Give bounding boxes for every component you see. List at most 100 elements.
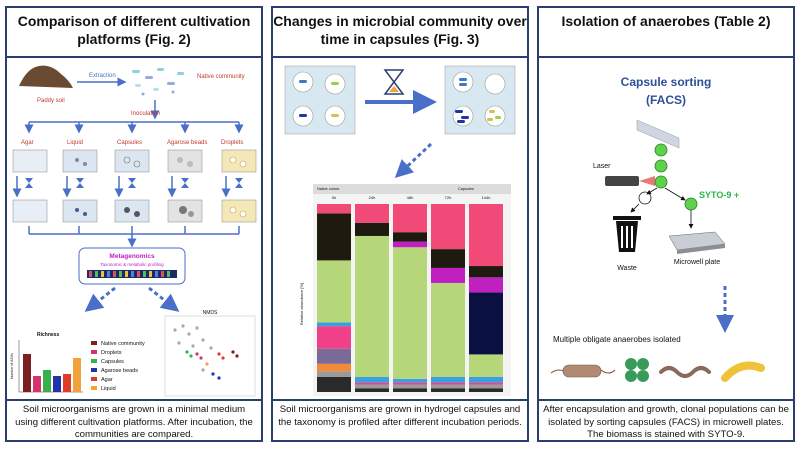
bar-segment-144h-series-0 — [469, 388, 503, 392]
legend-agar: Agar — [101, 377, 113, 383]
bar-segment-72h-series-8 — [431, 267, 465, 283]
bar-segment-144h-series-1 — [469, 384, 503, 389]
bar-segment-24h-series-4 — [355, 382, 389, 385]
inoculation-label: Inoculation — [131, 111, 160, 117]
richness-title: Richness — [37, 332, 59, 338]
bar-segment-0h-series-3 — [317, 348, 351, 364]
divider — [273, 56, 527, 58]
syto9-label: SYTO-9 + — [699, 190, 739, 200]
platform-label-liquid: Liquid — [67, 140, 83, 146]
platform-label-droplets: Droplets — [221, 140, 243, 146]
platform-plates-after — [12, 199, 257, 223]
waste-bin-icon — [613, 216, 641, 252]
platform-label-agar: Agar — [21, 140, 34, 146]
divider — [7, 56, 261, 58]
bar-segment-24h-series-10 — [355, 204, 389, 223]
cultivation-workflow-diagram: Paddy soil Extraction Native community I… — [10, 65, 257, 397]
nmds-plot-frame — [164, 315, 256, 397]
paddy-soil-label: Paddy soil — [37, 98, 65, 104]
bar-segment-72h-series-9 — [431, 249, 465, 268]
bar-segment-144h-series-4 — [469, 382, 503, 385]
bar-segment-48h-series-6 — [393, 247, 427, 379]
legend-agarose-beads: Agarose beads — [101, 368, 138, 374]
platform-label-agarose-beads: Agarose beads — [167, 140, 207, 146]
legend-liquid: Liquid — [101, 386, 116, 392]
bar-segment-144h-series-9 — [469, 266, 503, 278]
category-label-144h: 144h — [482, 195, 491, 200]
bar-segment-24h-series-9 — [355, 222, 389, 236]
droplet-stream — [654, 143, 668, 189]
bar-segment-48h-series-5 — [393, 378, 427, 383]
bar-segment-144h-series-7 — [469, 292, 503, 355]
divider — [7, 399, 261, 401]
native-community-label: Native community — [197, 74, 245, 80]
negative-droplet — [638, 191, 652, 205]
bar-segment-0h-series-9 — [317, 213, 351, 261]
bar-segment-0h-series-6 — [317, 260, 351, 323]
bar-segment-144h-series-5 — [469, 376, 503, 383]
laser-icon — [605, 176, 639, 186]
capsule-time-course-diagram: Native comm. Capsules Relative abundance… — [284, 65, 516, 396]
bar-segment-72h-series-0 — [431, 388, 465, 392]
panel-cultivation-platforms: Comparison of different cultivation plat… — [5, 6, 263, 442]
bar-segment-48h-series-1 — [393, 384, 427, 389]
bar-segment-48h-series-8 — [393, 241, 427, 248]
panel-caption: After encapsulation and growth, clonal p… — [543, 404, 789, 440]
panel-caption: Soil microorganisms are grown in hydroge… — [278, 404, 522, 428]
metagenomics-subtitle: Taxonomic & metabolic profiling — [100, 262, 164, 267]
chart-ylabel: Relative abundance [%] — [299, 283, 304, 325]
bar-segment-48h-series-10 — [393, 204, 427, 233]
nozzle-icon — [636, 119, 680, 149]
bar-segment-0h-series-2 — [317, 363, 351, 372]
isolated-bacteria-icons — [550, 358, 765, 382]
bar-segment-0h-series-1 — [317, 371, 351, 377]
isolated-label: Multiple obligate anaerobes isolated — [553, 335, 681, 344]
bar-segment-48h-series-4 — [393, 382, 427, 385]
richness-ylabel: Number of ASVs — [10, 353, 14, 379]
panel-isolation-of-anaerobes: Isolation of anaerobes (Table 2) After e… — [537, 6, 795, 442]
bar-segment-72h-series-6 — [431, 282, 465, 377]
panel-title: Comparison of different cultivation plat… — [17, 13, 251, 47]
bar-segment-144h-series-6 — [469, 354, 503, 377]
category-label-0h: 0h — [332, 195, 336, 200]
bar-segment-0h-series-4 — [317, 326, 351, 349]
group-label-native: Native comm. — [317, 187, 340, 191]
category-label-24h: 24h — [369, 195, 376, 200]
legend-droplets: Droplets — [101, 350, 122, 356]
capsule-sorting-title: Capsule sorting — [621, 75, 712, 89]
bar-segment-144h-series-10 — [469, 204, 503, 267]
soil-pile-icon — [19, 65, 73, 88]
divider — [273, 399, 527, 401]
bar-segment-72h-series-10 — [431, 204, 465, 250]
richness-bars — [23, 354, 81, 392]
platform-label-capsules: Capsules — [117, 140, 142, 146]
bar-segment-24h-series-0 — [355, 388, 389, 392]
chart-header-strip — [313, 184, 511, 194]
nmds-points — [173, 324, 239, 380]
divider — [539, 56, 793, 58]
category-label-48h: 48h — [407, 195, 414, 200]
legend-native-community: Native community — [101, 341, 145, 347]
category-label-72h: 72h — [445, 195, 452, 200]
positive-droplet — [684, 197, 698, 211]
metagenomics-title: Metagenomics — [109, 253, 155, 260]
microwell-plate-icon — [668, 231, 726, 254]
bar-segment-48h-series-0 — [393, 388, 427, 392]
incubation-hourglass-icons — [25, 178, 243, 188]
bar-segment-0h-series-10 — [317, 204, 351, 214]
nmds-title: NMDS — [203, 310, 218, 316]
panel-title: Changes in microbial community over time… — [273, 13, 527, 47]
capsule-sorting-subtitle: (FACS) — [646, 93, 686, 107]
extraction-label: Extraction — [89, 73, 116, 79]
group-label-capsules: Capsules — [458, 187, 474, 191]
bar-segment-0h-series-0 — [317, 376, 351, 392]
bar-segment-72h-series-4 — [431, 382, 465, 385]
bar-segment-24h-series-1 — [355, 384, 389, 389]
panel-title: Isolation of anaerobes (Table 2) — [561, 13, 771, 29]
bar-segment-72h-series-5 — [431, 376, 465, 383]
bar-segment-24h-series-6 — [355, 235, 389, 377]
bar-segment-24h-series-5 — [355, 376, 389, 383]
bar-segment-144h-series-8 — [469, 277, 503, 293]
bar-segment-0h-series-5 — [317, 322, 351, 327]
legend-capsules: Capsules — [101, 359, 124, 365]
